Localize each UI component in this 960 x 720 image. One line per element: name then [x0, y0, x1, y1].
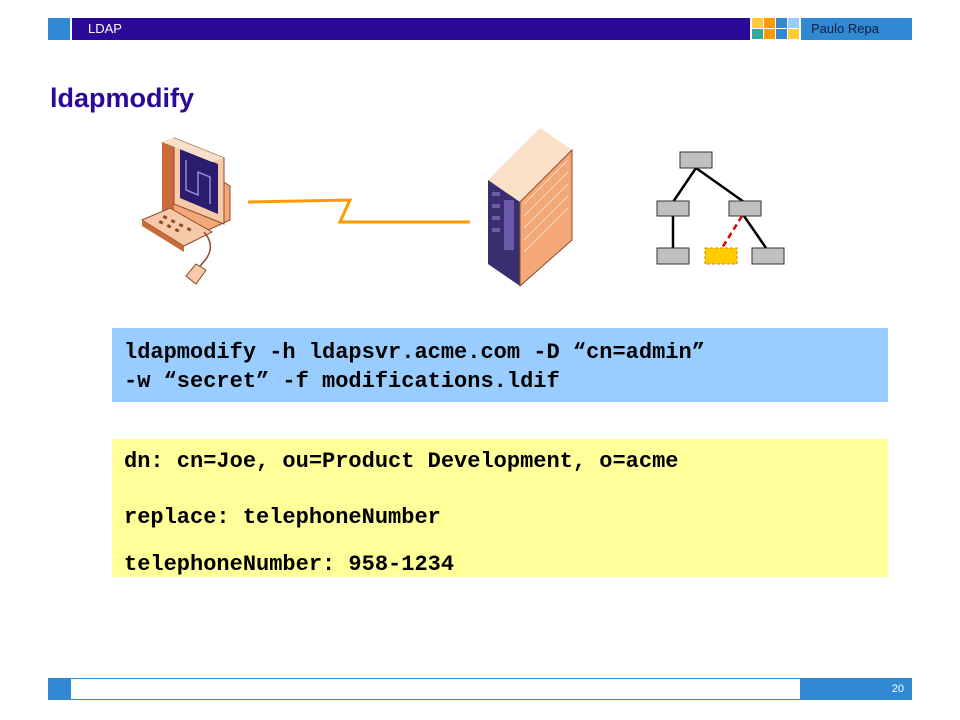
ldif-value-line: telephoneNumber: 958-1234 — [124, 552, 455, 577]
color-square — [764, 29, 775, 39]
header-color-squares — [752, 18, 800, 40]
tree-node — [656, 200, 690, 217]
color-square — [788, 18, 799, 28]
command-line-2: -w “secret” -f modifications.ldif — [124, 369, 560, 394]
footer-bar — [70, 678, 912, 700]
color-square — [752, 29, 763, 39]
command-line-1: ldapmodify -h ldapsvr.acme.com -D “cn=ad… — [124, 340, 705, 365]
header-accent-block — [48, 18, 70, 40]
tree-node — [728, 200, 762, 217]
slide-title: ldapmodify — [50, 83, 195, 113]
author-name: Paulo Repa — [811, 21, 879, 36]
tree-node — [679, 151, 713, 169]
header-bar — [72, 18, 750, 40]
color-square — [764, 18, 775, 28]
color-square — [788, 29, 799, 39]
tree-node-modified — [704, 247, 738, 265]
color-square — [776, 18, 787, 28]
command-box: ldapmodify -h ldapsvr.acme.com -D “cn=ad… — [112, 328, 888, 402]
footer-page-box — [800, 678, 912, 700]
directory-tree-icon — [656, 151, 785, 265]
color-square — [776, 29, 787, 39]
color-square — [752, 18, 763, 28]
network-link-icon — [247, 198, 470, 224]
section-title: LDAP — [88, 21, 122, 36]
page-number: 20 — [891, 683, 904, 695]
ldif-dn-line: dn: cn=Joe, ou=Product Development, o=ac… — [124, 449, 679, 474]
tree-node — [656, 247, 690, 265]
ldif-box: dn: cn=Joe, ou=Product Development, o=ac… — [112, 439, 888, 577]
header-author-box — [801, 18, 912, 40]
ldif-replace-line: replace: telephoneNumber — [124, 505, 441, 530]
server-tower-icon — [488, 128, 573, 288]
desktop-computer-icon — [140, 137, 231, 285]
tree-node — [751, 247, 785, 265]
ldap-client-server-illustration — [140, 128, 785, 288]
footer-accent-block — [48, 678, 70, 700]
